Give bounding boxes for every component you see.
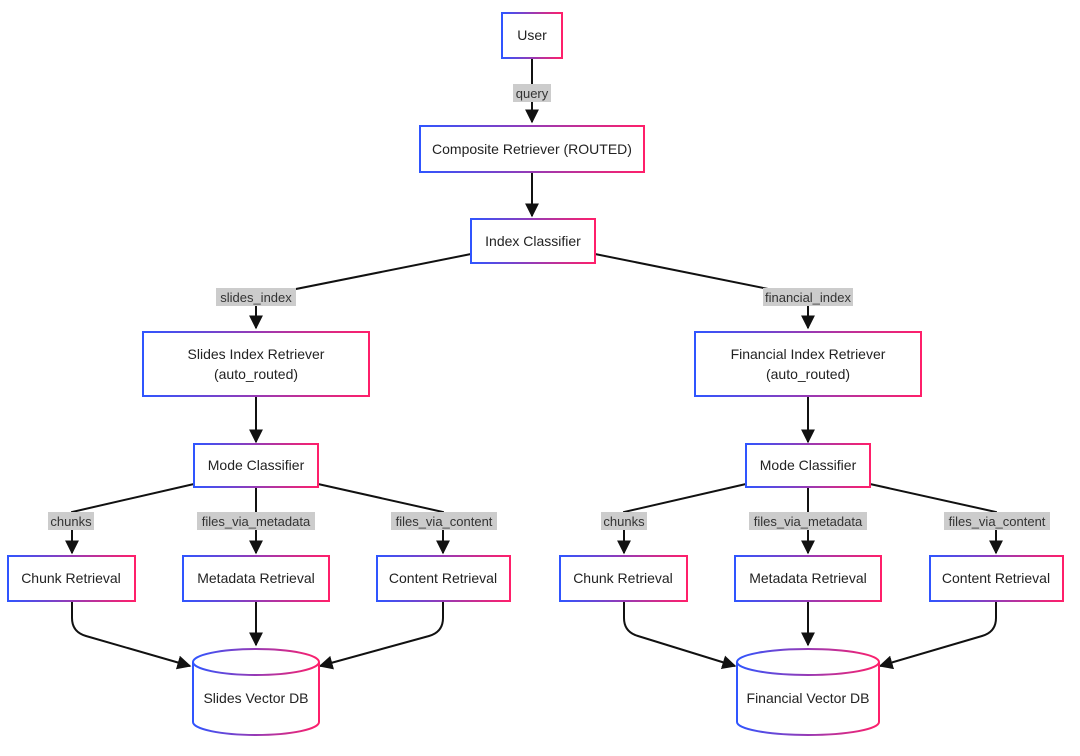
edges [65, 58, 1003, 670]
node-content-retrieval-right-label: Content Retrieval [942, 570, 1050, 586]
node-chunk-retrieval-left-label: Chunk Retrieval [21, 570, 121, 586]
edge-label-financial-index-text: financial_index [765, 290, 852, 305]
node-composite-retriever-label: Composite Retriever (ROUTED) [432, 141, 632, 157]
nodes: User Composite Retriever (ROUTED) Index … [7, 12, 1064, 736]
node-mode-classifier-left: Mode Classifier [193, 443, 319, 488]
edge-label-chunks-right: chunks [601, 512, 647, 530]
edge-content-right-db [878, 601, 997, 670]
node-content-retrieval-left-label: Content Retrieval [389, 570, 497, 586]
node-financial-vector-db: Financial Vector DB [736, 648, 880, 736]
node-slides-index-retriever-label-1: Slides Index Retriever [188, 346, 325, 362]
node-index-classifier-label: Index Classifier [485, 233, 581, 249]
node-financial-index-retriever-label-1: Financial Index Retriever [731, 346, 886, 362]
node-metadata-retrieval-right: Metadata Retrieval [734, 555, 882, 602]
node-content-retrieval-right: Content Retrieval [929, 555, 1064, 602]
node-metadata-retrieval-right-label: Metadata Retrieval [749, 570, 867, 586]
edge-label-files-via-metadata-right-text: files_via_metadata [754, 514, 863, 529]
node-financial-index-retriever: Financial Index Retriever (auto_routed) [694, 331, 922, 397]
edge-label-query: query [513, 84, 551, 102]
node-slides-vector-db-label: Slides Vector DB [203, 690, 308, 706]
edge-label-chunks-left: chunks [48, 512, 94, 530]
node-user-label: User [517, 27, 547, 43]
edge-chunk-right-db [623, 601, 737, 669]
node-slides-index-retriever: Slides Index Retriever (auto_routed) [142, 331, 370, 397]
edge-label-files-via-metadata-left-text: files_via_metadata [202, 514, 311, 529]
node-content-retrieval-left: Content Retrieval [376, 555, 511, 602]
node-slides-vector-db: Slides Vector DB [192, 648, 320, 736]
edge-label-files-via-metadata-right: files_via_metadata [749, 512, 867, 530]
edge-label-files-via-metadata-left: files_via_metadata [197, 512, 315, 530]
node-mode-classifier-left-label: Mode Classifier [208, 457, 305, 473]
edge-label-files-via-content-right: files_via_content [944, 512, 1050, 530]
node-metadata-retrieval-left: Metadata Retrieval [182, 555, 330, 602]
node-chunk-retrieval-right: Chunk Retrieval [559, 555, 688, 602]
node-metadata-retrieval-left-label: Metadata Retrieval [197, 570, 315, 586]
node-user: User [501, 12, 563, 59]
node-composite-retriever: Composite Retriever (ROUTED) [419, 125, 645, 173]
edge-label-chunks-left-text: chunks [50, 514, 92, 529]
node-slides-index-retriever-label-2: (auto_routed) [214, 366, 298, 382]
node-index-classifier: Index Classifier [470, 218, 596, 264]
edge-labels: query slides_index financial_index chunk… [48, 84, 1050, 530]
edge-label-files-via-content-right-text: files_via_content [949, 514, 1046, 529]
node-mode-classifier-right: Mode Classifier [745, 443, 871, 488]
edge-label-slides-index: slides_index [216, 288, 296, 306]
edge-label-slides-index-text: slides_index [220, 290, 292, 305]
edge-content-left-db [318, 601, 444, 670]
edge-label-files-via-content-left: files_via_content [391, 512, 497, 530]
node-mode-classifier-right-label: Mode Classifier [760, 457, 857, 473]
edge-label-query-text: query [516, 86, 549, 101]
edge-label-chunks-right-text: chunks [603, 514, 645, 529]
edge-chunk-left-db [71, 601, 192, 670]
edge-label-financial-index: financial_index [763, 288, 853, 306]
node-financial-vector-db-label: Financial Vector DB [747, 690, 870, 706]
node-financial-index-retriever-label-2: (auto_routed) [766, 366, 850, 382]
node-chunk-retrieval-left: Chunk Retrieval [7, 555, 136, 602]
node-chunk-retrieval-right-label: Chunk Retrieval [573, 570, 673, 586]
edge-label-files-via-content-left-text: files_via_content [396, 514, 493, 529]
